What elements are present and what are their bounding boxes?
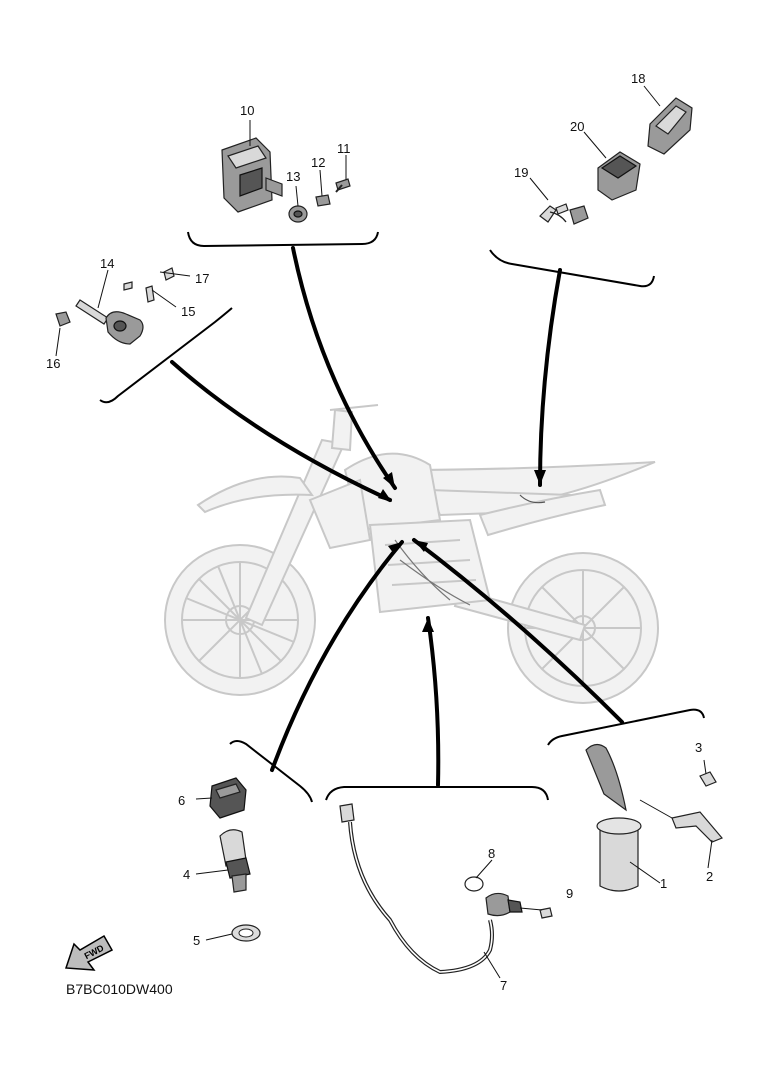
callout-19: 19 bbox=[514, 165, 528, 180]
part-15 bbox=[145, 285, 155, 303]
bolt-11-part bbox=[335, 178, 351, 193]
part-16 bbox=[55, 311, 71, 327]
part-2 bbox=[671, 811, 723, 843]
motorcycle-silhouette bbox=[164, 404, 659, 704]
sensor-part bbox=[485, 892, 523, 917]
callout-1: 1 bbox=[660, 876, 667, 891]
part-1 bbox=[585, 743, 642, 892]
callout-10: 10 bbox=[240, 103, 254, 118]
callout-18: 18 bbox=[631, 71, 645, 86]
ecu-part bbox=[221, 137, 283, 213]
collar-12-part bbox=[315, 194, 331, 207]
callout-labels: 1 2 3 4 5 6 7 8 9 10 11 12 13 14 15 16 1… bbox=[46, 71, 713, 993]
pointer-lines bbox=[170, 246, 624, 787]
leader-lines bbox=[55, 85, 713, 979]
callout-11: 11 bbox=[337, 141, 351, 156]
grommet-13-part bbox=[288, 205, 308, 223]
diagram-code: B7BC010DW400 bbox=[66, 981, 173, 997]
part-3 bbox=[699, 771, 717, 787]
callout-7: 7 bbox=[500, 978, 507, 993]
callout-3: 3 bbox=[695, 740, 702, 755]
part-5 bbox=[231, 924, 261, 942]
part-4 bbox=[219, 829, 251, 893]
part-17 bbox=[123, 267, 175, 291]
fwd-arrow-icon: FWD bbox=[64, 934, 114, 971]
callout-17: 17 bbox=[195, 271, 209, 286]
callout-8: 8 bbox=[488, 846, 495, 861]
callout-15: 15 bbox=[181, 304, 195, 319]
callout-12: 12 bbox=[311, 155, 325, 170]
relay-18-part bbox=[647, 97, 693, 155]
part-7 bbox=[339, 803, 494, 975]
callout-6: 6 bbox=[178, 793, 185, 808]
part-9 bbox=[539, 907, 553, 919]
callout-13: 13 bbox=[286, 169, 300, 184]
pointer-arrowheads bbox=[378, 470, 546, 632]
relay-20-part bbox=[597, 151, 641, 201]
lead-19-part bbox=[539, 203, 589, 225]
part-8 bbox=[464, 876, 484, 892]
callout-5: 5 bbox=[193, 933, 200, 948]
part-14 bbox=[75, 299, 144, 345]
callout-9: 9 bbox=[566, 886, 573, 901]
callout-16: 16 bbox=[46, 356, 60, 371]
part-6 bbox=[209, 777, 247, 819]
callout-2: 2 bbox=[706, 869, 713, 884]
callout-4: 4 bbox=[183, 867, 190, 882]
callout-14: 14 bbox=[100, 256, 114, 271]
callout-20: 20 bbox=[570, 119, 584, 134]
